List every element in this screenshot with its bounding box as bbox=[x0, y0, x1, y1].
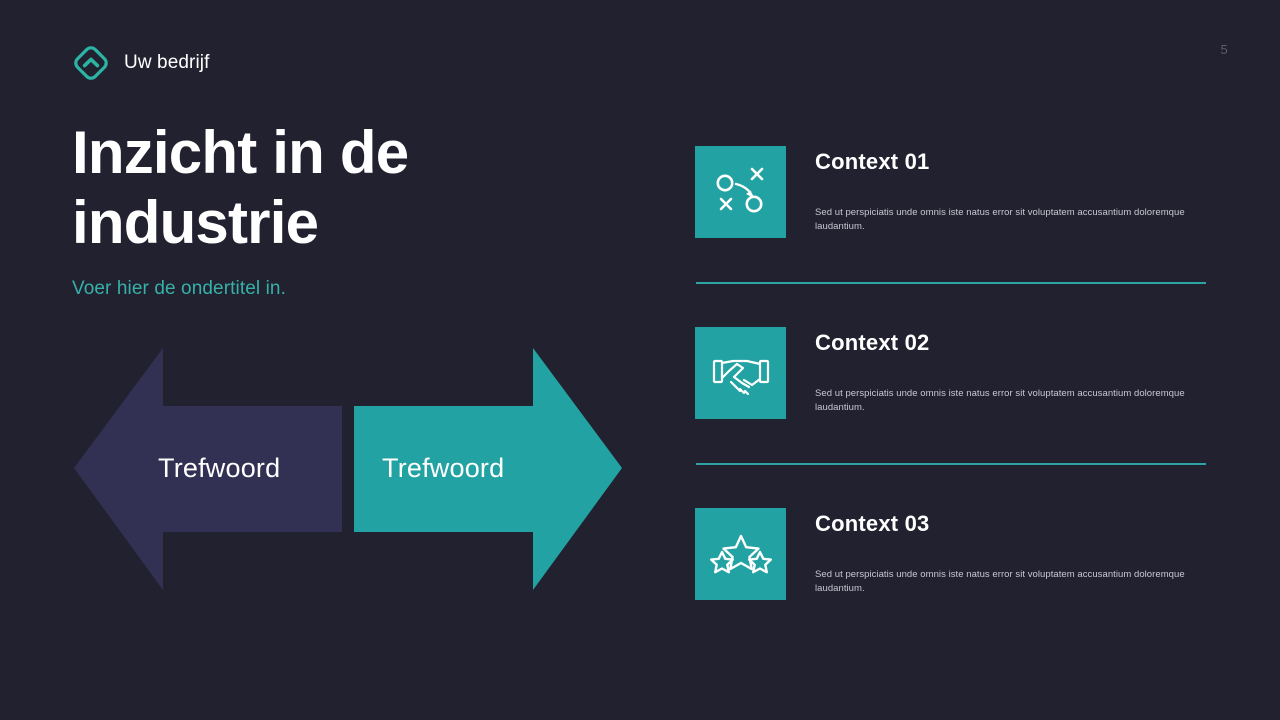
context-item[interactable]: Context 01 Sed ut perspiciatis unde omni… bbox=[695, 146, 1207, 238]
two-way-arrow-diagram: Trefwoord Trefwoord bbox=[70, 340, 630, 600]
context-body: Sed ut perspiciatis unde omnis iste natu… bbox=[815, 207, 1185, 232]
context-text: Context 02 Sed ut perspiciatis unde omni… bbox=[815, 327, 1207, 415]
page-title: Inzicht in de industrie bbox=[72, 119, 409, 256]
context-body: Sed ut perspiciatis unde omnis iste natu… bbox=[815, 388, 1185, 413]
arrow-left-label: Trefwoord bbox=[158, 453, 281, 483]
page-subtitle: Voer hier de ondertitel in. bbox=[72, 278, 286, 299]
context-body: Sed ut perspiciatis unde omnis iste natu… bbox=[815, 569, 1185, 594]
context-divider bbox=[696, 463, 1206, 465]
strategy-playbook-icon bbox=[695, 146, 786, 238]
context-list: Context 01 Sed ut perspiciatis unde omni… bbox=[695, 146, 1207, 600]
context-text: Context 01 Sed ut perspiciatis unde omni… bbox=[815, 146, 1207, 234]
handshake-icon bbox=[695, 327, 786, 419]
context-item[interactable]: Context 02 Sed ut perspiciatis unde omni… bbox=[695, 327, 1207, 419]
arrow-right-icon bbox=[354, 348, 622, 590]
context-title: Context 01 bbox=[815, 149, 930, 174]
brand-header[interactable]: Uw bedrijf bbox=[72, 44, 209, 82]
context-divider bbox=[696, 282, 1206, 284]
context-item[interactable]: Context 03 Sed ut perspiciatis unde omni… bbox=[695, 508, 1207, 600]
page-number: 5 bbox=[1220, 42, 1228, 57]
brand-name: Uw bedrijf bbox=[124, 52, 210, 73]
context-text: Context 03 Sed ut perspiciatis unde omni… bbox=[815, 508, 1207, 596]
context-title: Context 02 bbox=[815, 330, 930, 355]
three-stars-icon bbox=[695, 508, 786, 600]
arrow-right-label: Trefwoord bbox=[382, 453, 505, 483]
context-title: Context 03 bbox=[815, 511, 930, 536]
title-block: Inzicht in de industrie Voer hier de ond… bbox=[72, 118, 662, 302]
arrow-left-icon bbox=[74, 348, 342, 590]
diamond-chevron-logo-icon bbox=[72, 44, 110, 82]
